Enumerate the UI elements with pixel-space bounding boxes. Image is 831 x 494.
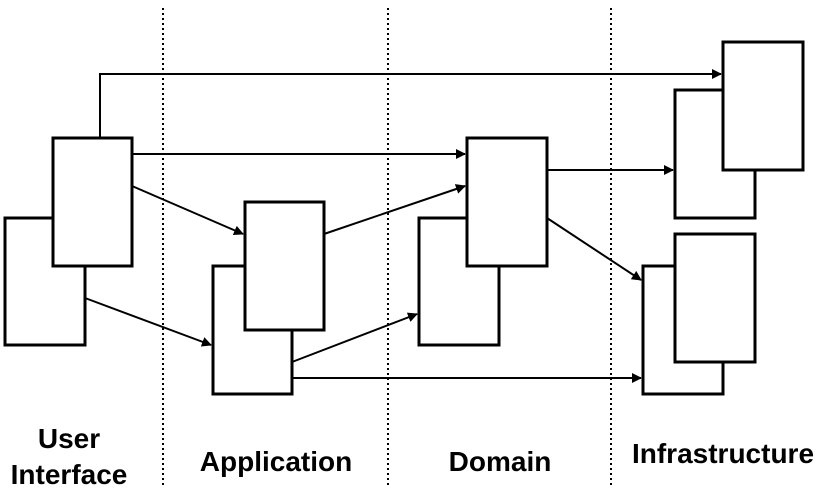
ui-box-front (51, 136, 134, 268)
arrow-ui-to-application-back (84, 297, 212, 347)
arrow-ui-to-application-front (131, 185, 244, 236)
arrow-ui-to-infrastructure-top (99, 69, 722, 138)
arrow-application-to-domain-front (323, 184, 466, 235)
label-domain: Domain (449, 446, 552, 477)
label-user-interface-line2: Interface (11, 459, 128, 490)
infrastructure-bottom-box-front (673, 232, 757, 364)
application-box-front (243, 200, 326, 332)
domain-box-front (465, 136, 549, 268)
label-application: Application (200, 446, 352, 477)
label-infrastructure: Infrastructure (632, 438, 814, 469)
arrow-application-to-domain-back (291, 312, 418, 363)
infrastructure-top-box-front (721, 40, 805, 172)
label-user-interface-line1: User (38, 423, 100, 454)
arrow-domain-to-infrastructure-bottom (546, 217, 642, 281)
